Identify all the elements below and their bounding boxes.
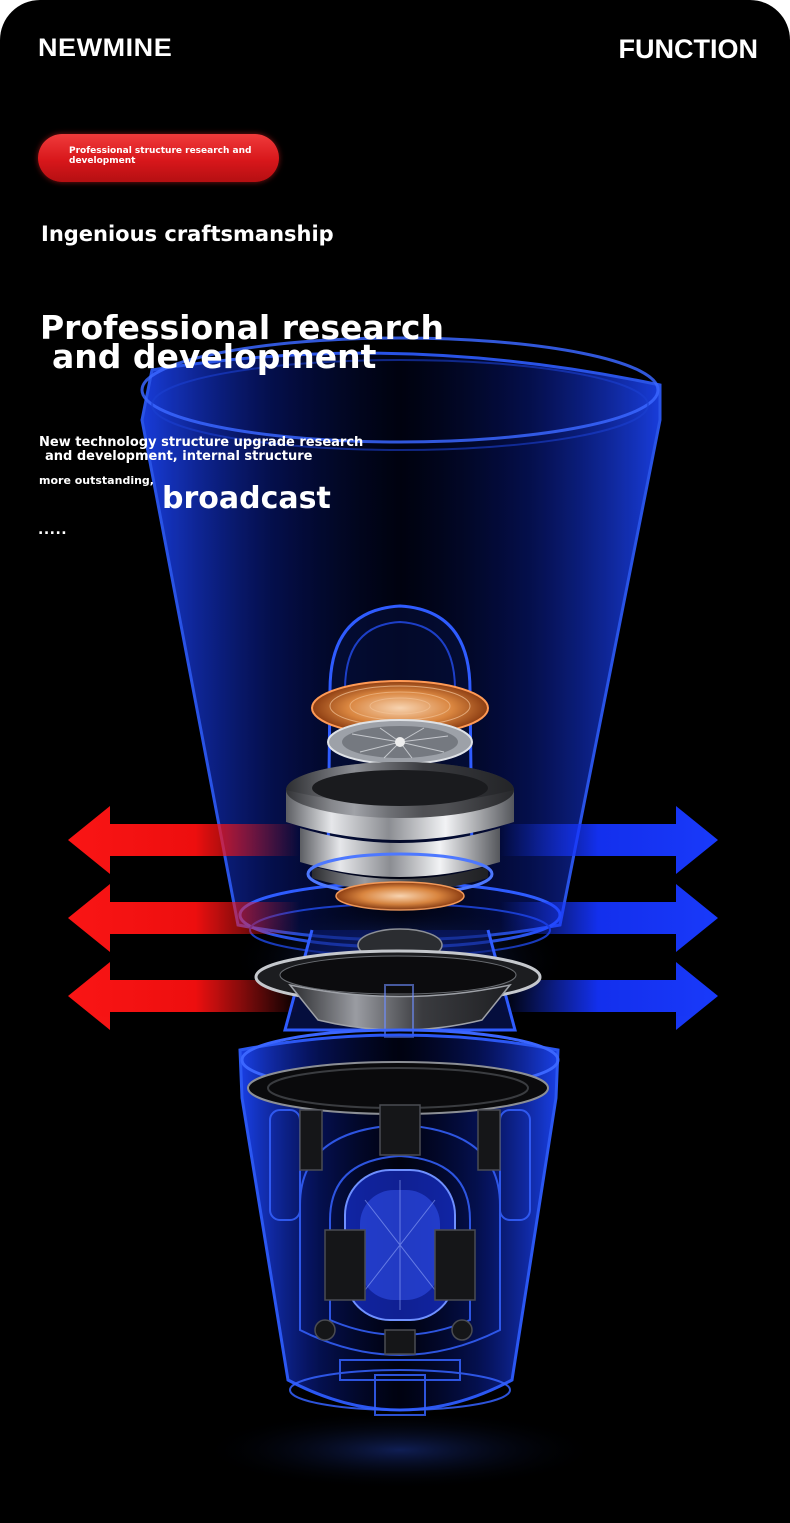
headline-line-2: and development bbox=[52, 337, 377, 376]
headline: Professional research and development bbox=[40, 311, 444, 376]
red-arrows bbox=[68, 806, 300, 1030]
feature-badge-label: Professional structure research and deve… bbox=[69, 146, 252, 166]
description: New technology structure upgrade researc… bbox=[39, 436, 363, 464]
description-line-2: and development, internal structure bbox=[45, 449, 313, 464]
brand-logo: NEWMINE bbox=[38, 34, 173, 62]
blue-arrows bbox=[500, 806, 718, 1030]
feature-badge: Professional structure research and deve… bbox=[38, 134, 279, 182]
big-word: broadcast bbox=[162, 481, 331, 511]
description-small: more outstanding, bbox=[39, 474, 154, 487]
headline-line-1: Professional research bbox=[40, 308, 444, 347]
section-title: FUNCTION bbox=[618, 34, 758, 64]
subtitle: Ingenious craftsmanship bbox=[41, 222, 334, 246]
description-line-1: New technology structure upgrade researc… bbox=[39, 435, 364, 450]
ellipsis: ..... bbox=[38, 522, 68, 538]
